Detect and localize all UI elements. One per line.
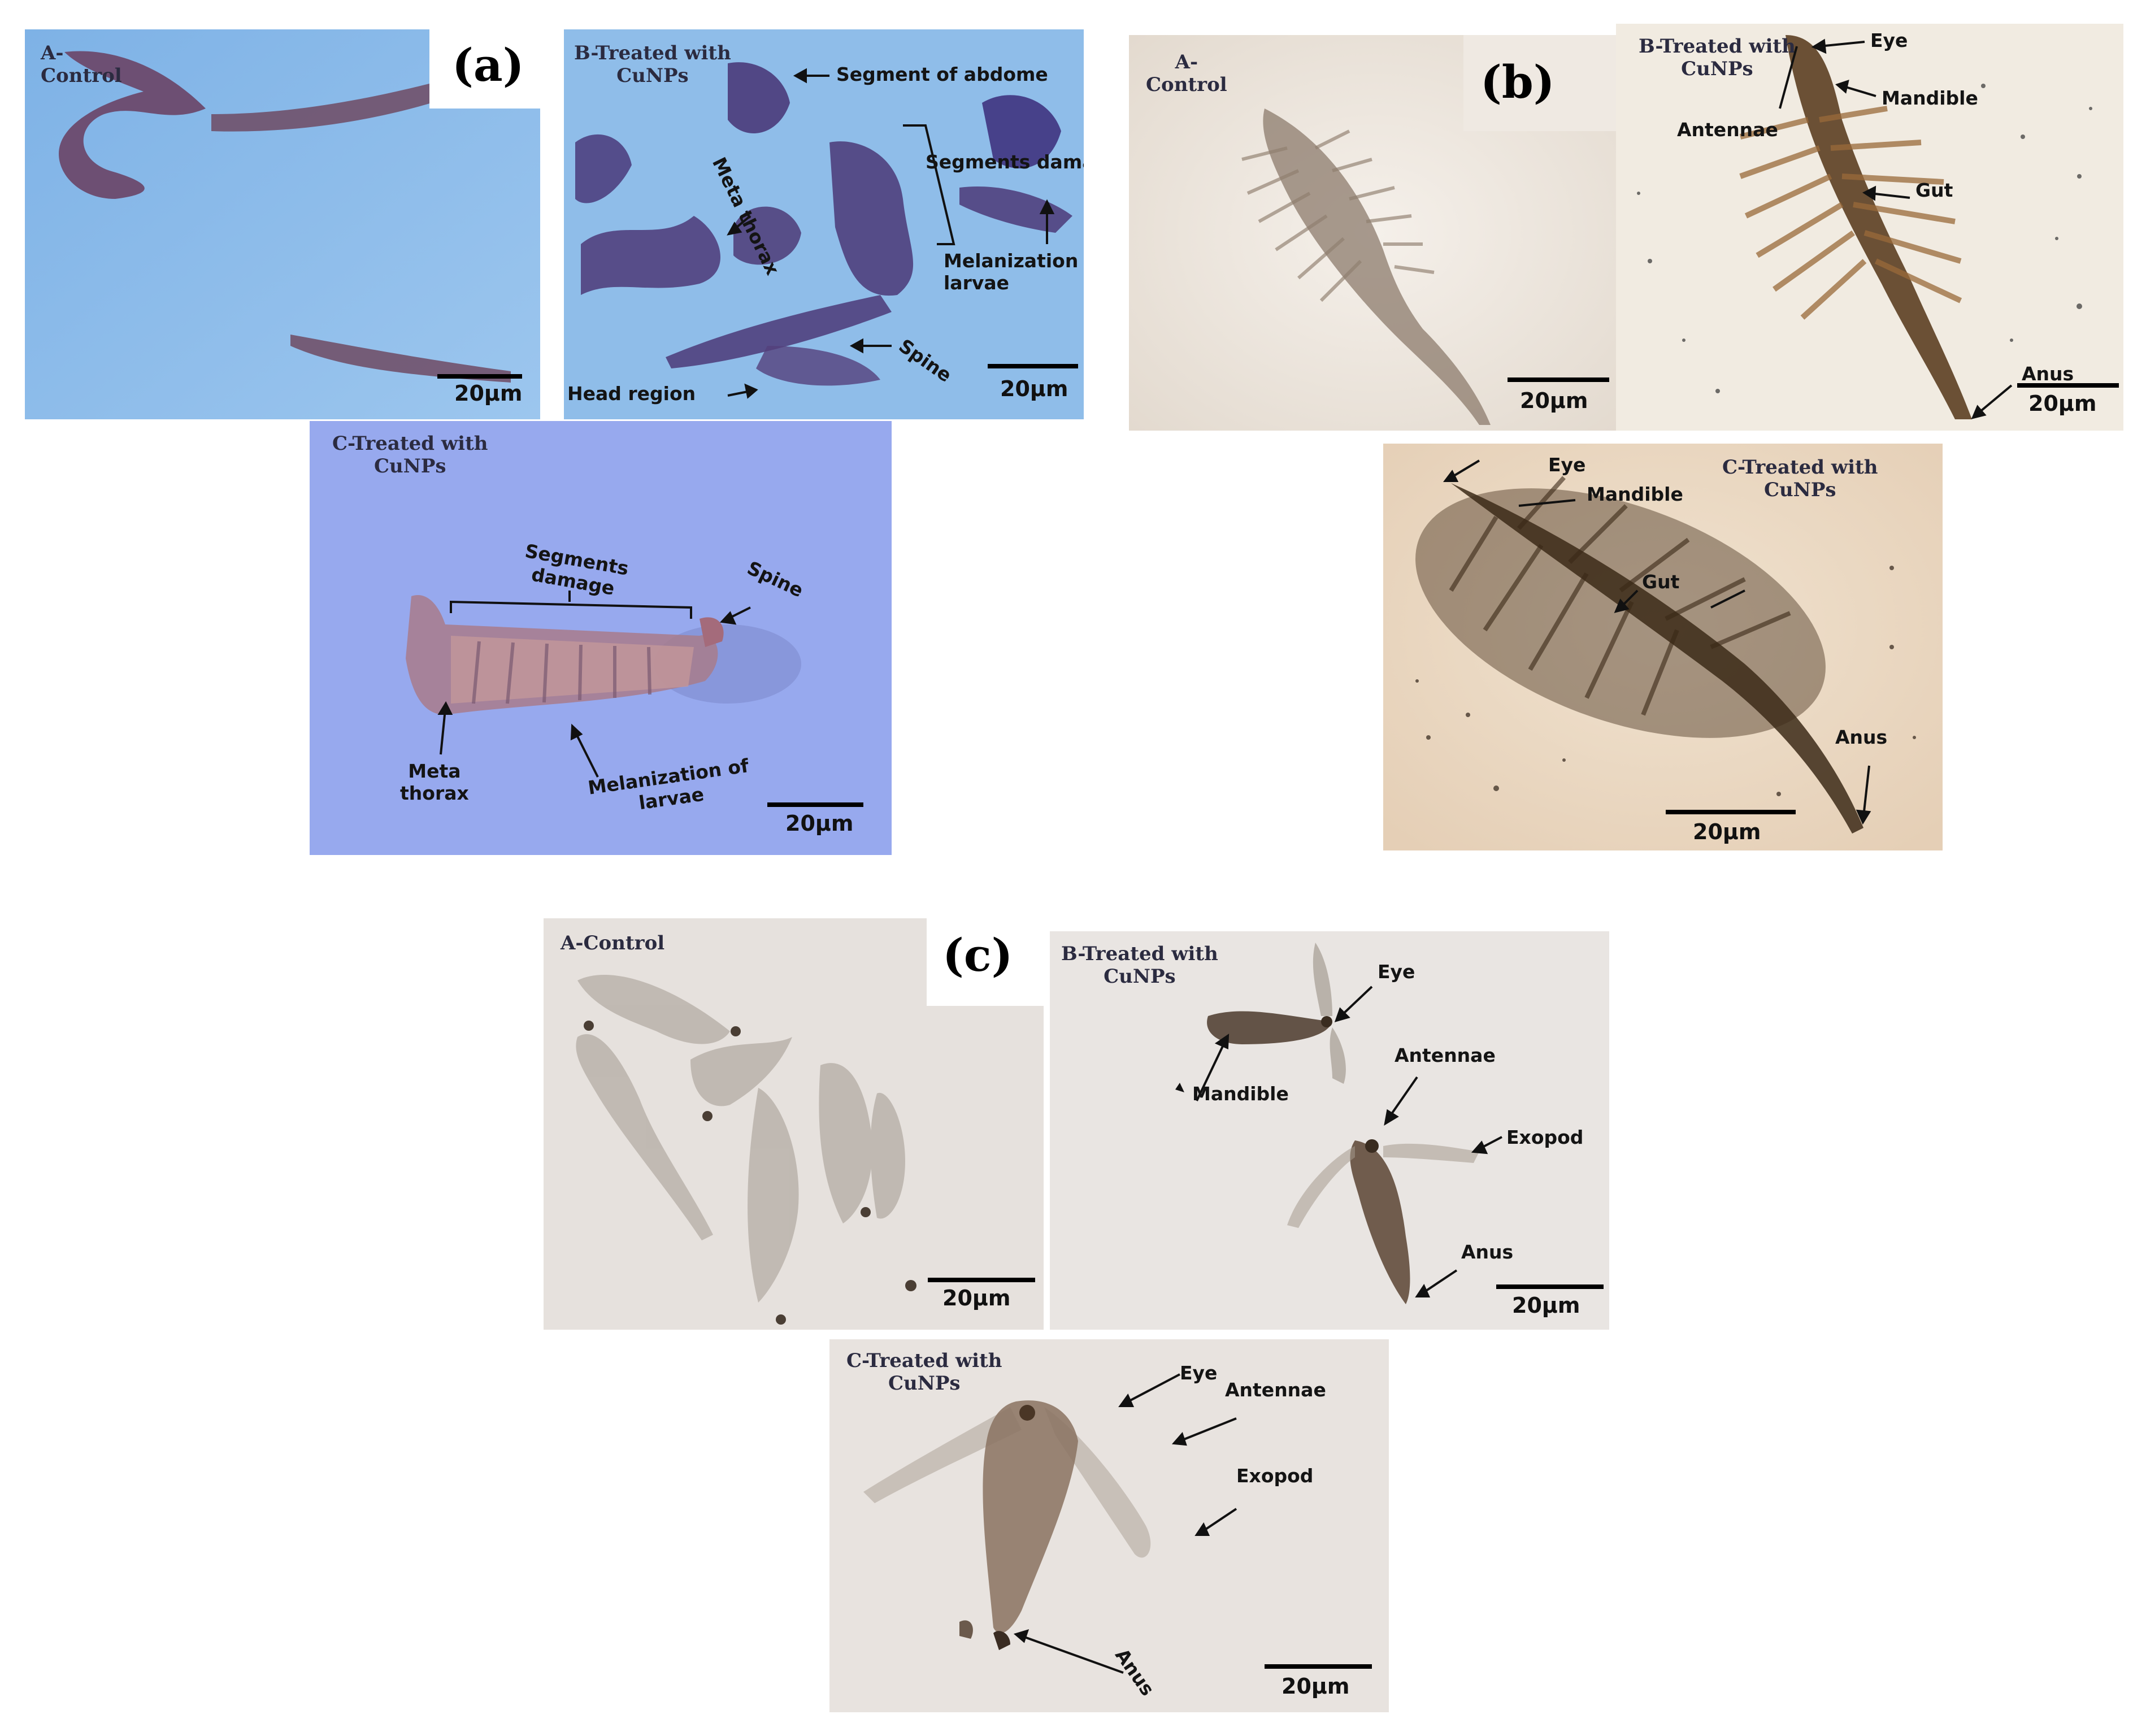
nauplii-image — [1050, 931, 1609, 1330]
label-mandible: Mandible — [1882, 87, 1978, 109]
scale-bar — [1496, 1284, 1604, 1289]
label-antennae: Antennae — [1395, 1044, 1496, 1066]
label-eye: Eye — [1180, 1362, 1218, 1384]
scale-bar — [1666, 810, 1796, 814]
scale-bar — [2017, 383, 2119, 388]
label-meta-thorax: Meta thorax — [400, 760, 469, 804]
label-mandible: Mandible — [1192, 1083, 1289, 1105]
scale-bar — [767, 802, 863, 807]
scale-label: 20µm — [942, 1286, 1011, 1310]
panel-title: C-Treated with CuNPs — [1722, 456, 1878, 501]
label-segments-damage: Segments damage — [926, 151, 1084, 173]
scale-label: 20µm — [2028, 391, 2097, 416]
scale-label: 20µm — [1281, 1674, 1350, 1699]
scale-bar — [928, 1278, 1035, 1282]
scale-bar — [1265, 1664, 1372, 1669]
label-eye: Eye — [1870, 29, 1908, 51]
label-melanization-larvae: Melanization larvae — [944, 250, 1079, 294]
scale-label: 20µm — [1693, 819, 1761, 844]
panel-title: A- Control — [41, 42, 122, 87]
larva-image — [310, 421, 892, 855]
scale-bar — [1508, 377, 1609, 382]
label-mandible: Mandible — [1587, 483, 1683, 505]
artemia-image — [1383, 444, 1943, 850]
artemia-image — [1129, 35, 1622, 431]
label-exopod: Exopod — [1506, 1126, 1584, 1148]
panel-title: A- Control — [1146, 51, 1227, 96]
panel-title: A-Control — [561, 932, 665, 954]
label-head-region: Head region — [567, 383, 696, 405]
letter-box — [1463, 35, 1622, 131]
panel-b-control: A- Control 20µm — [1129, 35, 1622, 431]
label-exopod: Exopod — [1236, 1465, 1314, 1487]
panel-b-treated-c: C-Treated with CuNPs Eye Mandible Gut An… — [1383, 444, 1943, 850]
scale-bar — [988, 364, 1078, 368]
scale-label: 20µm — [1520, 388, 1588, 413]
letter-box — [429, 29, 540, 108]
label-segment-abdomen: Segment of abdome — [836, 63, 1048, 85]
scale-bar — [437, 374, 522, 379]
scale-label: 20µm — [1512, 1293, 1580, 1318]
label-gut: Gut — [1642, 571, 1680, 593]
letter-box — [927, 918, 1044, 1006]
figure-letter-b: (b) — [1480, 55, 1555, 108]
figure-letter-c: (c) — [942, 928, 1013, 982]
larva-image — [564, 29, 1084, 419]
panel-title: C-Treated with CuNPs — [332, 432, 488, 478]
panel-c-treated-c: C-Treated with CuNPs Eye Antennae Exopod… — [829, 1339, 1389, 1712]
panel-c-control: A-Control 20µm — [544, 918, 1044, 1330]
label-anus: Anus — [2022, 363, 2074, 385]
panel-c-treated-b: B-Treated with CuNPs Eye Antennae Mandib… — [1050, 931, 1609, 1330]
scale-label: 20µm — [454, 381, 523, 406]
label-gut: Gut — [1915, 179, 1953, 201]
scale-label: 20µm — [785, 811, 854, 836]
panel-title: B-Treated with CuNPs — [1061, 943, 1218, 988]
panel-title: B-Treated with CuNPs — [574, 42, 731, 87]
scale-label: 20µm — [1000, 376, 1068, 401]
panel-title: C-Treated with CuNPs — [846, 1349, 1002, 1395]
figure-letter-a: (a) — [452, 38, 524, 92]
panel-title: B-Treated with CuNPs — [1639, 35, 1796, 80]
panel-b-treated-b: B-Treated with CuNPs Eye Antennae Mandib… — [1616, 24, 2123, 431]
panel-a-treated-c: C-Treated with CuNPs Segments damage Spi… — [310, 421, 892, 855]
label-eye: Eye — [1548, 454, 1586, 476]
nauplii-image — [544, 918, 1044, 1330]
label-eye: Eye — [1378, 961, 1415, 983]
label-antennae: Antennae — [1677, 119, 1778, 141]
label-antennae: Antennae — [1225, 1379, 1326, 1401]
label-anus: Anus — [1835, 726, 1888, 748]
label-anus: Anus — [1461, 1241, 1514, 1263]
panel-a-treated-b: B-Treated with CuNPs Segment of abdome M… — [564, 29, 1084, 419]
nauplius-image — [829, 1339, 1389, 1712]
